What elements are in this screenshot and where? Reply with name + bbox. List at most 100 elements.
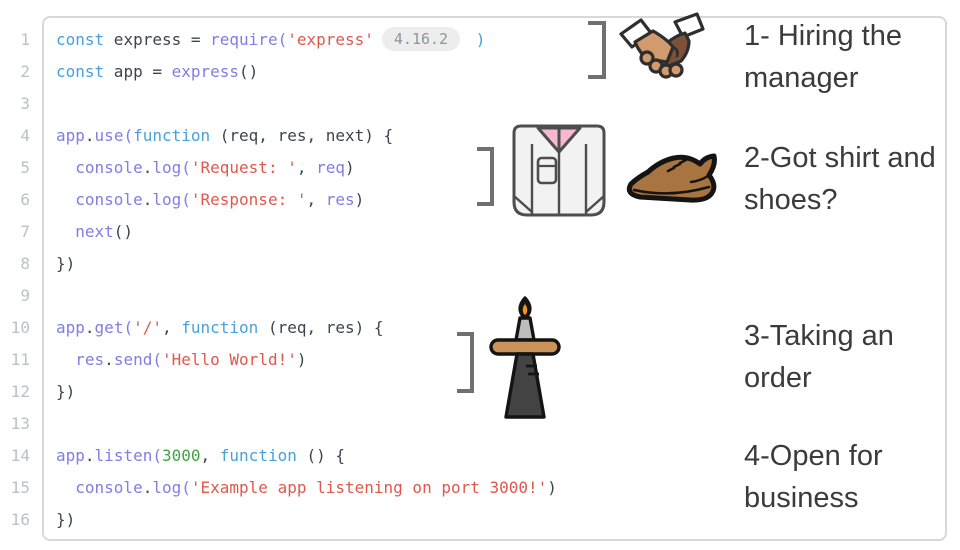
code-token: log( <box>152 478 191 497</box>
code-token: const <box>56 30 105 49</box>
shoe-icon <box>622 148 720 204</box>
line-number: 1 <box>20 30 30 49</box>
line-number: 10 <box>10 318 30 337</box>
group-bracket-1 <box>588 21 606 79</box>
code-line: 6 console.log('Response: ', res) <box>0 184 960 216</box>
code-text: const app = express() <box>30 56 258 88</box>
line-number: 13 <box>10 414 30 433</box>
code-token: . <box>142 158 153 177</box>
code-token: , <box>161 318 182 337</box>
code-panel <box>42 16 947 541</box>
code-text: }) <box>30 248 75 280</box>
code-token: (req, res) { <box>258 318 384 337</box>
code-token: . <box>84 318 95 337</box>
line-number: 8 <box>20 254 30 273</box>
line-number: 12 <box>10 382 30 401</box>
code-token: () <box>239 62 259 81</box>
code-token: res <box>325 190 355 209</box>
code-token: () <box>113 222 134 241</box>
code-token: . <box>142 478 153 497</box>
code-token: function <box>133 126 211 145</box>
code-token: use( <box>94 126 134 145</box>
code-text: console.log('Request: ', req) <box>30 152 355 184</box>
code-token: const <box>56 62 105 81</box>
code-text <box>30 88 56 120</box>
annotation-hiring-manager: 1- Hiring the manager <box>744 20 902 94</box>
code-token: require( <box>210 30 288 49</box>
group-bracket-3 <box>457 332 474 393</box>
code-text: console.log('Response: ', res) <box>30 184 364 216</box>
code-token <box>56 350 75 369</box>
code-token: get( <box>94 318 134 337</box>
code-token: 'Hello World!' <box>161 350 297 369</box>
line-number: 16 <box>10 510 30 529</box>
line-number: 5 <box>20 158 30 177</box>
code-token: () { <box>296 446 346 465</box>
code-line: 11 res.send('Hello World!') <box>0 344 960 376</box>
line-number: 6 <box>20 190 30 209</box>
line-number: 7 <box>20 222 30 241</box>
code-token: next <box>75 222 114 241</box>
code-token: listen( <box>94 446 162 465</box>
candle-table-icon <box>486 296 564 422</box>
code-token: 'Example app listening on port 3000!' <box>190 478 548 497</box>
version-badge: 4.16.2 <box>381 27 461 51</box>
line-number: 11 <box>10 350 30 369</box>
code-line: 16}) <box>0 504 960 536</box>
code-token: ) <box>547 478 557 497</box>
line-number: 9 <box>20 286 30 305</box>
code-token: . <box>84 126 95 145</box>
code-line: 13 <box>0 408 960 440</box>
annotation-taking-order: 3-Taking an order <box>744 320 894 394</box>
code-text <box>30 280 56 312</box>
code-token: 'express' <box>287 30 374 49</box>
code-line: 12}) <box>0 376 960 408</box>
code-token: app <box>56 318 85 337</box>
code-text: app.get('/', function (req, res) { <box>30 312 384 344</box>
code-token: , <box>296 158 317 177</box>
code-token <box>56 190 75 209</box>
code-token: 'Response: ' <box>190 190 307 209</box>
code-token: express <box>171 62 240 81</box>
code-text: app.listen(3000, function () { <box>30 440 345 472</box>
code-line: 7 next() <box>0 216 960 248</box>
code-text: app.use(function (req, res, next) { <box>30 120 393 152</box>
code-token: }) <box>56 510 76 529</box>
code-text: res.send('Hello World!') <box>30 344 306 376</box>
line-number: 14 <box>10 446 30 465</box>
code-token: function <box>219 446 297 465</box>
code-token: ) <box>354 190 365 209</box>
code-token: console <box>75 190 143 209</box>
code-token: . <box>84 446 95 465</box>
code-line: 8}) <box>0 248 960 280</box>
code-token: }) <box>56 382 76 401</box>
code-line: 5 console.log('Request: ', req) <box>0 152 960 184</box>
code-token: log( <box>152 158 191 177</box>
code-token: . <box>104 350 114 369</box>
handshake-icon <box>617 12 709 94</box>
line-number: 2 <box>20 62 30 81</box>
code-token: ) <box>345 158 355 177</box>
code-token: }) <box>56 254 76 273</box>
code-token <box>56 158 75 177</box>
code-token: app <box>56 446 85 465</box>
code-token: log( <box>152 190 191 209</box>
code-text: console.log('Example app listening on po… <box>30 472 557 504</box>
code-token: app <box>56 126 85 145</box>
code-token: express = <box>104 30 211 49</box>
code-text: const express = require('express'4.16.2 … <box>30 24 485 56</box>
code-token: ) <box>296 350 307 369</box>
code-token: console <box>75 158 143 177</box>
line-number: 4 <box>20 126 30 145</box>
code-token: . <box>142 190 153 209</box>
code-token: console <box>75 478 143 497</box>
code-token: 'Request: ' <box>190 158 297 177</box>
group-bracket-2 <box>477 147 494 206</box>
code-token: function <box>181 318 259 337</box>
code-token: , <box>306 190 326 209</box>
code-token: res <box>75 350 105 369</box>
